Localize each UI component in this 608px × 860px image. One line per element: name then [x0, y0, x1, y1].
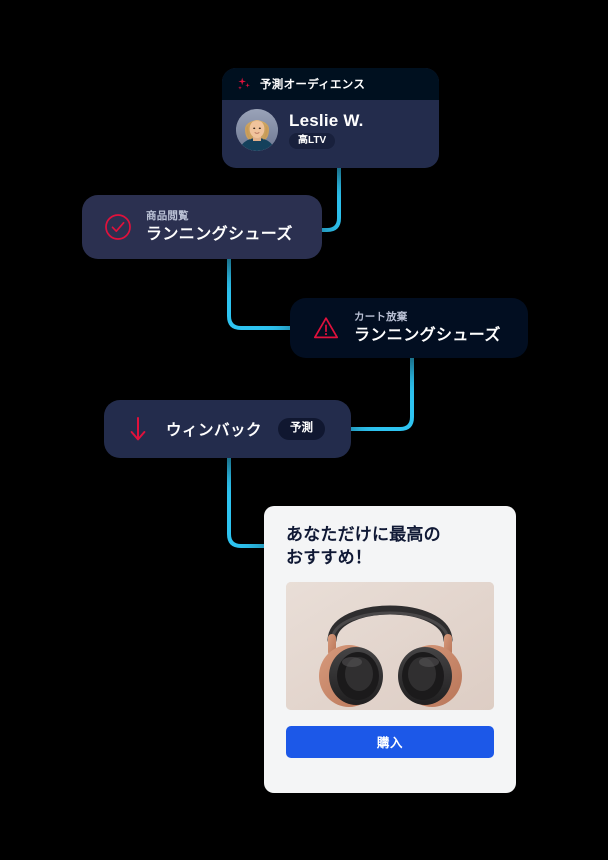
audience-card-body: Leslie W. 高LTV — [222, 100, 439, 151]
avatar — [236, 109, 278, 151]
audience-name: Leslie W. — [289, 110, 364, 130]
browse-card-kicker: 商品閲覧 — [146, 210, 189, 223]
audience-person: Leslie W. 高LTV — [289, 112, 364, 149]
connector-cart-to-winback — [349, 356, 414, 431]
warning-triangle-icon — [313, 317, 339, 339]
winback-label: ウィンバック — [166, 422, 263, 439]
winback-card[interactable]: ウィンバック 予測 — [104, 400, 351, 458]
avatar-portrait-icon — [236, 109, 278, 151]
audience-card-header: 予測オーディエンス — [222, 68, 439, 100]
cart-card-texts: カート放棄 ランニングシューズ — [354, 311, 501, 345]
audience-card-title: 予測オーディエンス — [260, 79, 366, 91]
buy-button[interactable]: 購入 — [286, 725, 494, 758]
cart-card-title: ランニングシューズ — [354, 326, 501, 344]
browse-card-title: ランニングシューズ — [146, 225, 293, 243]
product-image — [286, 581, 494, 710]
product-browse-card[interactable]: 商品閲覧 ランニングシューズ — [82, 195, 322, 259]
recommendation-card[interactable]: あなただけに最高の おすすめ！ — [264, 506, 516, 793]
connector-browse-to-cart — [227, 257, 292, 330]
prediction-badge: 予測 — [278, 418, 326, 440]
browse-card-texts: 商品閲覧 ランニングシューズ — [146, 210, 293, 244]
connector-winback-to-reco — [227, 456, 266, 548]
predicted-audience-card[interactable]: 予測オーディエンス — [222, 68, 439, 168]
check-circle-icon — [105, 214, 131, 240]
recommendation-title: あなただけに最高の おすすめ！ — [286, 525, 441, 567]
cart-card-kicker: カート放棄 — [354, 311, 408, 324]
connector-audience-to-browse — [320, 166, 341, 232]
cart-abandon-card[interactable]: カート放棄 ランニングシューズ — [290, 298, 528, 358]
headphones-product-image-icon — [286, 581, 494, 710]
sparkle-icon — [238, 77, 250, 90]
arrow-down-icon — [130, 417, 146, 441]
ltv-badge: 高LTV — [289, 132, 336, 149]
